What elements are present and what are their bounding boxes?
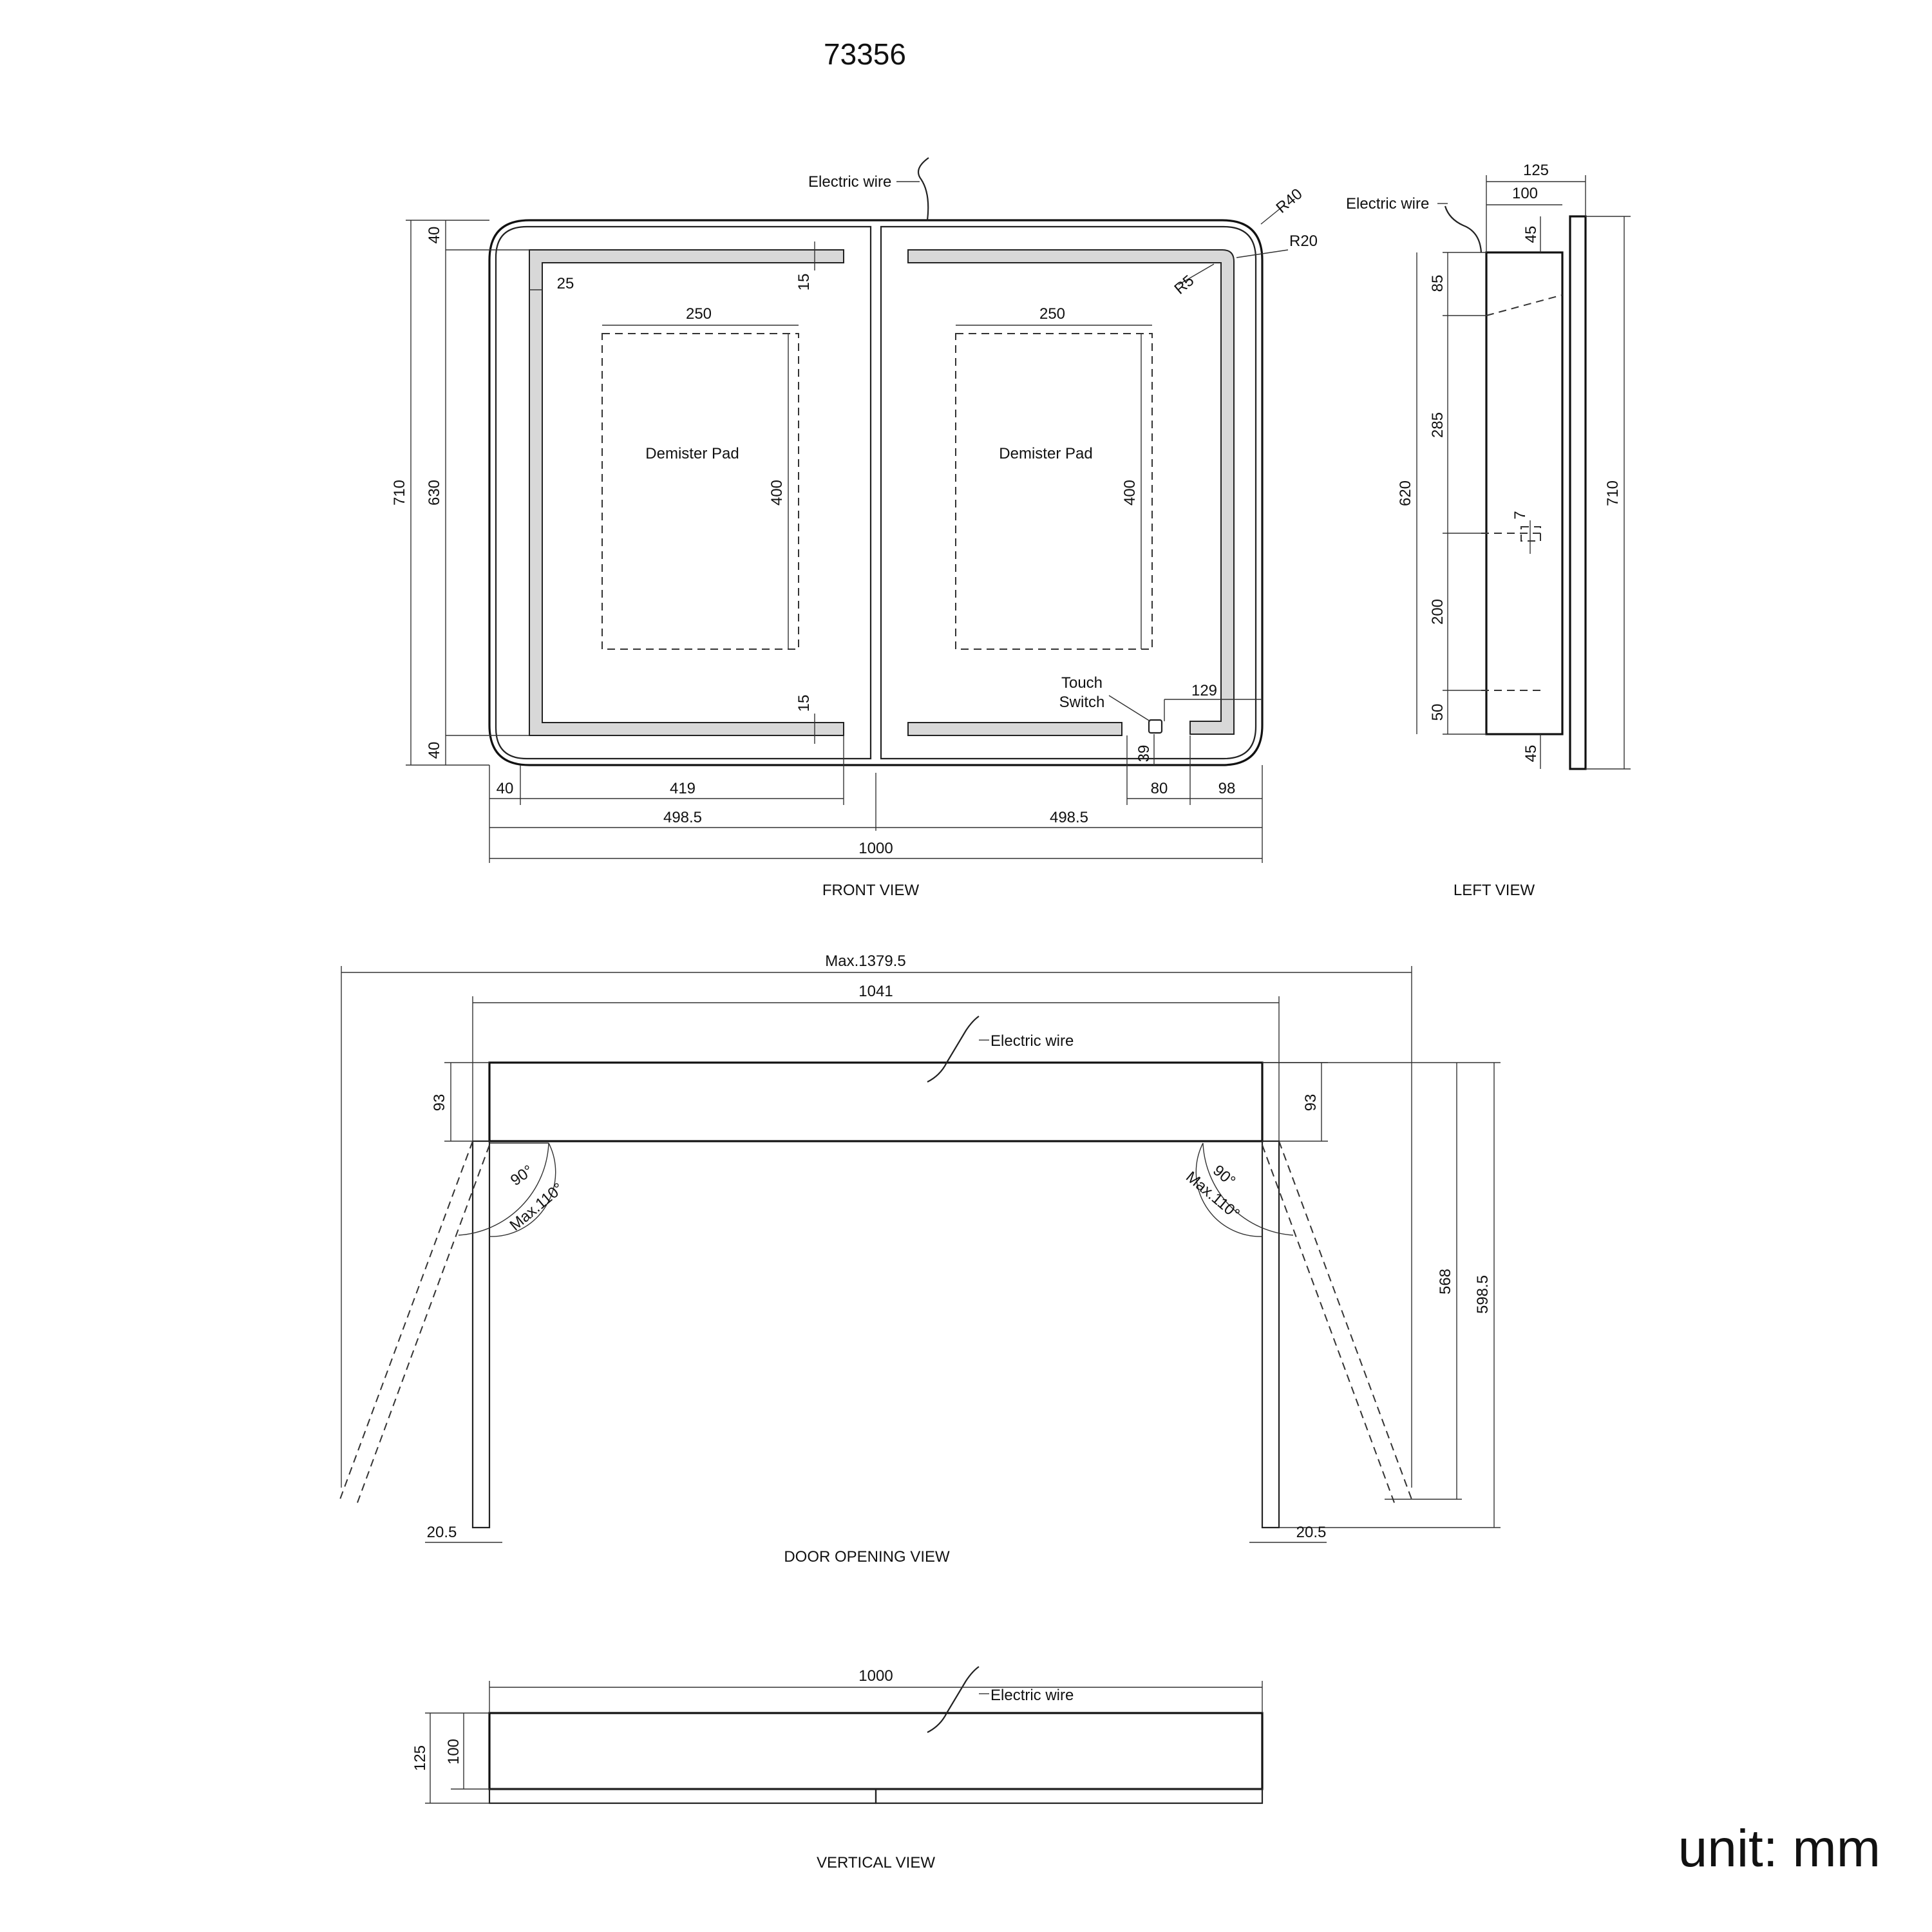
pad-height-dim-right: 400: [1121, 480, 1139, 506]
front-inner-height-dim: 630: [426, 480, 443, 506]
front-half-right-dim: 498.5: [1050, 809, 1088, 826]
pad-width-dim-right: 250: [1039, 305, 1065, 323]
left-100-dim: 100: [1512, 185, 1538, 202]
switch-offset-129-dim: 129: [1191, 682, 1217, 699]
left-85-dim: 85: [1429, 275, 1446, 292]
door-1041-dim: 1041: [858, 983, 893, 1000]
door-568-dim: 568: [1437, 1269, 1454, 1294]
led-strip-right-bottom: [907, 722, 1122, 736]
door-view-caption: DOOR OPENING VIEW: [784, 1548, 950, 1566]
vertical-door-left: [488, 1788, 877, 1804]
left-cabinet-body: [1485, 251, 1564, 735]
front-419-dim: 419: [670, 780, 696, 797]
front-view: Demister Pad Demister Pad 250 250 400 40…: [391, 157, 1318, 899]
vertical-100-dim: 100: [445, 1739, 462, 1765]
touch-switch-icon: [1148, 719, 1163, 734]
front-80-dim: 80: [1151, 780, 1168, 797]
angle-90-left: 90°: [507, 1162, 536, 1189]
led-15-bottom-dim: 15: [795, 695, 813, 712]
radius-r20: R20: [1289, 232, 1318, 250]
demister-pad-right: [955, 333, 1153, 650]
vertical-125-dim: 125: [412, 1745, 429, 1771]
led-strip-left: [529, 249, 844, 736]
electric-wire-front-label: Electric wire: [808, 173, 891, 191]
left-125-dim: 125: [1523, 162, 1549, 179]
vertical-view: Electric wire 1000 125 100 VERTICAL VIEW: [412, 1666, 1264, 1871]
electric-wire-vertical: [927, 1666, 980, 1733]
cabinet-outline: [488, 219, 1264, 766]
touch-label: Touch: [1061, 674, 1103, 692]
switch-offset-39-dim: 39: [1135, 745, 1153, 762]
door-93-left-dim: 93: [431, 1094, 448, 1112]
left-door: [495, 225, 872, 760]
led-15-top-dim: 15: [795, 274, 813, 291]
demister-pad-left: [601, 333, 799, 650]
left-45-top-dim: 45: [1522, 226, 1540, 243]
electric-wire-left: [1444, 205, 1482, 253]
door-opening-view: 90° Max.110° 90° Max.110° Electric wire …: [339, 952, 1501, 1566]
door-20-left-dim: 20.5: [427, 1524, 457, 1541]
vertical-1000-dim: 1000: [858, 1667, 893, 1685]
front-total-width-dim: 1000: [858, 840, 893, 857]
left-285-dim: 285: [1429, 412, 1446, 438]
electric-wire-left-label: Electric wire: [1346, 195, 1429, 213]
front-height-total-dim: 710: [391, 480, 408, 506]
drawing-number: 73356: [824, 37, 906, 71]
door-open-left-90: [471, 1140, 491, 1529]
front-top-40-dim: 40: [426, 227, 443, 244]
door-20-right-dim: 20.5: [1296, 1524, 1327, 1541]
left-620-dim: 620: [1397, 480, 1414, 506]
right-door: [880, 225, 1257, 760]
unit-label: unit: mm: [1678, 1819, 1880, 1878]
left-50-dim: 50: [1429, 704, 1446, 721]
electric-wire-front: [917, 157, 929, 221]
left-7-dim: 7: [1511, 511, 1529, 519]
front-98-dim: 98: [1218, 780, 1236, 797]
front-half-left-dim: 498.5: [663, 809, 702, 826]
left-45-bottom-dim: 45: [1522, 745, 1540, 762]
led-gap-25-dim: 25: [557, 275, 574, 292]
door-view-body: [488, 1061, 1264, 1142]
left-slope-line: [1486, 294, 1563, 316]
demister-pad-right-label: Demister Pad: [999, 445, 1092, 462]
left-door-panel: [1569, 215, 1587, 770]
switch-label: Switch: [1059, 694, 1105, 711]
vertical-view-body: [488, 1712, 1264, 1790]
door-open-right-90: [1261, 1140, 1280, 1529]
left-710-dim: 710: [1604, 480, 1622, 506]
pad-width-dim-left: 250: [686, 305, 712, 323]
vertical-door-right: [875, 1788, 1264, 1804]
door-max-width-dim: Max.1379.5: [825, 952, 905, 970]
pad-height-dim-left: 400: [768, 480, 786, 506]
demister-pad-left-label: Demister Pad: [645, 445, 739, 462]
electric-wire-door: [927, 1016, 980, 1083]
electric-wire-vertical-label: Electric wire: [990, 1687, 1074, 1704]
door-93-right-dim: 93: [1302, 1094, 1320, 1112]
front-bottom-40-dim: 40: [426, 742, 443, 759]
radius-r40: R40: [1273, 185, 1306, 217]
front-40-bottom-dim: 40: [497, 780, 514, 797]
vertical-view-caption: VERTICAL VIEW: [817, 1854, 935, 1871]
led-strip-right-top: [907, 249, 1235, 735]
door-598-dim: 598.5: [1474, 1275, 1492, 1314]
left-200-dim: 200: [1429, 599, 1446, 625]
front-view-caption: FRONT VIEW: [822, 882, 920, 899]
electric-wire-door-label: Electric wire: [990, 1032, 1074, 1050]
left-view-caption: LEFT VIEW: [1454, 882, 1535, 899]
left-view: Electric wire 125 100 45 85 285 200 50 6…: [1346, 162, 1631, 899]
